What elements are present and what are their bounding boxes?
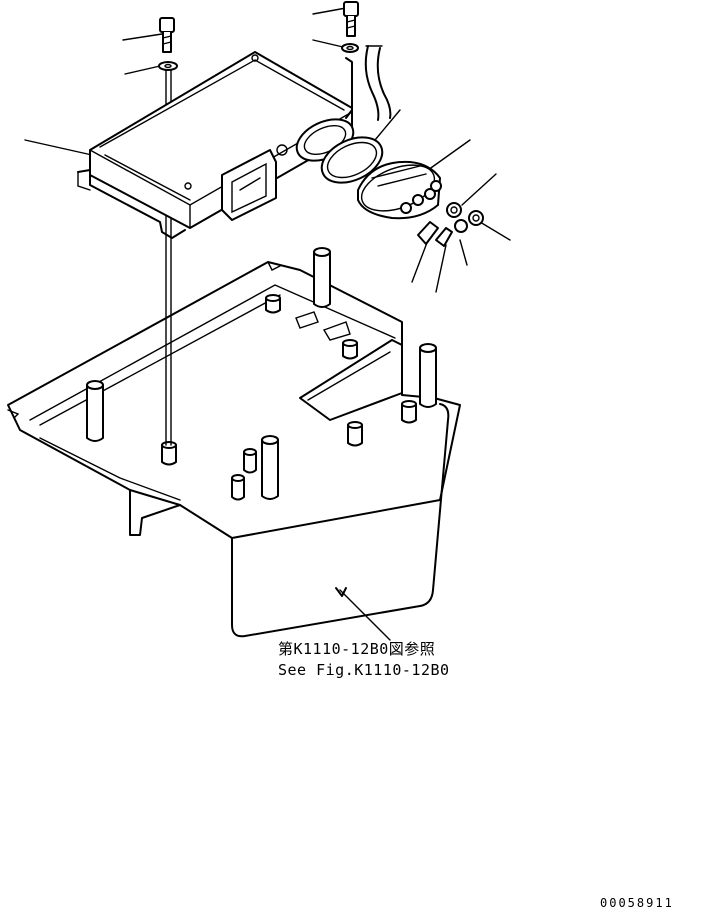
- mounting-stud-icon: [86, 247, 437, 501]
- reference-note-japanese: 第K1110-12B0図参照: [278, 640, 436, 658]
- bolt-icon: [159, 1, 359, 53]
- gasket-icon: [320, 136, 384, 184]
- connector-plug-icon: [357, 160, 484, 247]
- drawing-number: 00058911: [600, 896, 674, 910]
- washer-icon: [158, 43, 359, 71]
- arrow-head-icon: [335, 587, 347, 597]
- bracket-plate-icon: [7, 261, 461, 638]
- controller-box-icon: [77, 51, 355, 239]
- reference-note-english: See Fig.K1110-12B0: [278, 661, 450, 679]
- hose-icon: [345, 45, 392, 121]
